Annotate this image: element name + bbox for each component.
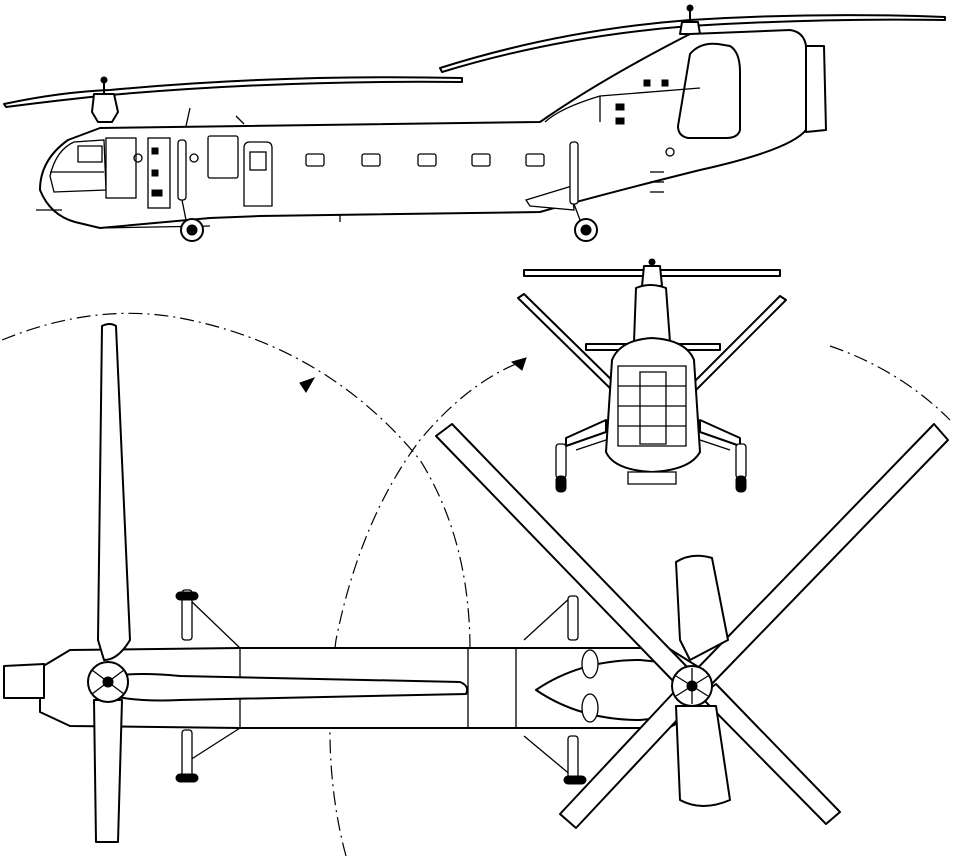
rear-rotor-disc-arc-right bbox=[829, 345, 951, 421]
top-rear-blade-5 bbox=[675, 554, 729, 661]
cabin-windows bbox=[305, 153, 545, 167]
rear-rotor-disc-arc bbox=[329, 359, 527, 856]
top-front-blade-3 bbox=[111, 673, 469, 702]
top-rear-blade-2 bbox=[689, 423, 949, 691]
engine-pod bbox=[805, 45, 827, 133]
front-rotor-disc-arc bbox=[1, 312, 471, 651]
front-rotor-head bbox=[91, 93, 119, 123]
top-view bbox=[1, 312, 951, 856]
tail-fin bbox=[677, 42, 741, 139]
front-landing-gear bbox=[177, 139, 204, 242]
front-view-right-gear bbox=[735, 443, 747, 493]
top-rear-tail-blade bbox=[675, 705, 731, 807]
rear-rotor-blade bbox=[439, 14, 946, 73]
top-front-blade-1 bbox=[97, 323, 131, 661]
front-view bbox=[517, 258, 787, 493]
front-rotor-blade bbox=[3, 76, 463, 108]
rear-landing-gear bbox=[524, 141, 598, 242]
side-view bbox=[3, 4, 946, 242]
crew-door bbox=[105, 137, 137, 199]
top-front-blade-2 bbox=[93, 699, 123, 843]
cabin-door-front bbox=[207, 135, 239, 179]
front-view-left-gear bbox=[555, 443, 567, 493]
front-fuselage bbox=[605, 337, 701, 473]
